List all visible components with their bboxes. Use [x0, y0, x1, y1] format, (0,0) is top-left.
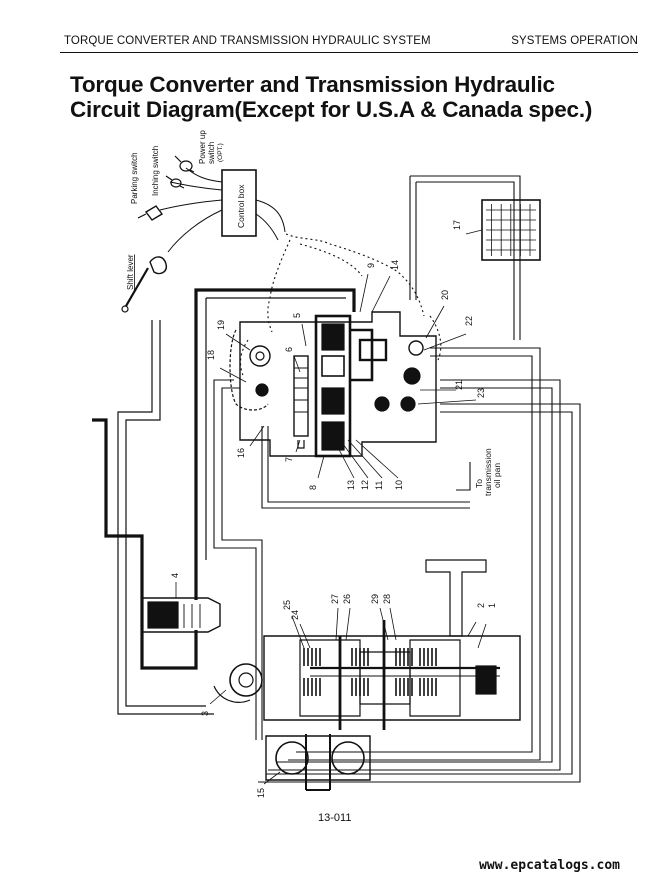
callout-20: 20	[440, 290, 450, 300]
leader-18	[219, 367, 247, 383]
callout-26: 26	[342, 594, 352, 604]
title-line-1: Torque Converter and Transmission Hydrau…	[70, 72, 555, 97]
callout-24: 24	[290, 610, 300, 620]
main-shaft	[310, 620, 500, 730]
leader-16	[249, 425, 265, 447]
callout-22: 22	[464, 316, 474, 326]
control-box-label: Control box	[236, 184, 246, 228]
leader-5	[301, 323, 307, 347]
title-line-2: Circuit Diagram(Except for U.S.A & Canad…	[70, 97, 593, 122]
inching-switch-icon	[165, 175, 185, 189]
leader-2	[467, 621, 477, 637]
leader-14	[371, 275, 391, 313]
inching-switch-label: Inching switch	[151, 146, 160, 196]
leader-10	[355, 439, 399, 479]
parking-switch-icon	[137, 205, 164, 221]
callout-12: 12	[360, 480, 370, 490]
callout-8: 8	[308, 485, 318, 490]
leader-29	[379, 607, 389, 641]
control-box: Control box	[221, 169, 257, 237]
leader-1	[477, 623, 487, 649]
callout-23: 23	[476, 388, 486, 398]
callout-27: 27	[330, 594, 340, 604]
circuit-piping	[213, 175, 581, 783]
callout-13: 13	[346, 480, 356, 490]
callout-4: 4	[170, 573, 180, 578]
transmission-case	[263, 559, 521, 721]
header-chapter: SYSTEMS OPERATION	[511, 35, 638, 47]
callout-leaders	[175, 229, 487, 785]
callout-16: 16	[236, 448, 246, 458]
figure-number: 13-011	[318, 812, 352, 824]
callout-6: 6	[284, 347, 294, 352]
callout-5: 5	[292, 313, 302, 318]
shift-lever-label: Shift lever	[126, 254, 135, 290]
callout-18: 18	[206, 350, 216, 360]
leader-17	[465, 229, 483, 235]
leader-20	[425, 305, 445, 339]
callout-7: 7	[284, 457, 294, 462]
return-line	[117, 297, 346, 715]
leader-27	[335, 607, 339, 641]
callout-3: 3	[200, 711, 210, 716]
callout-19: 19	[216, 320, 226, 330]
power-up-switch-label: Power up	[198, 130, 207, 164]
leader-3	[209, 689, 227, 705]
leader-19	[225, 333, 251, 351]
power-up-switch-label-2: switch	[207, 142, 216, 164]
leader-22	[423, 333, 467, 351]
solenoid-valve-stack	[314, 314, 388, 458]
hydraulic-pump	[213, 663, 263, 703]
header-section-title: TORQUE CONVERTER AND TRANSMISSION HYDRAU…	[64, 35, 431, 47]
callout-2: 2	[476, 603, 486, 608]
power-up-opt-label: (OPT.)	[217, 143, 224, 162]
leader-13	[333, 439, 355, 479]
leader-12	[339, 439, 369, 479]
leader-15	[263, 771, 281, 785]
line-filter	[141, 597, 221, 633]
callout-21: 21	[454, 380, 464, 390]
torque-converter	[265, 734, 371, 791]
callout-14: 14	[390, 260, 400, 270]
leader-25	[291, 615, 305, 649]
callout-25: 25	[282, 600, 292, 610]
callout-numbers: 1234567891011121314151617181920212223242…	[170, 220, 497, 798]
wiring-harness	[159, 167, 286, 253]
oil-pan-label-1: To	[474, 479, 484, 488]
callout-28: 28	[382, 594, 392, 604]
clutch-packs	[303, 648, 437, 696]
power-up-switch-icon	[174, 155, 195, 173]
leader-11	[347, 439, 383, 479]
parking-switch-label: Parking switch	[130, 152, 139, 204]
oil-pan-label-2: transmission	[483, 448, 493, 496]
leader-28	[389, 607, 397, 641]
callout-11: 11	[374, 481, 384, 490]
shift-lever-icon	[121, 256, 168, 313]
regulator-spool	[293, 355, 309, 449]
callout-9: 9	[366, 263, 376, 268]
website-watermark: www.epcatalogs.com	[479, 858, 620, 873]
page-title: Torque Converter and Transmission Hydrau…	[70, 72, 592, 122]
valve-ports	[374, 340, 424, 412]
leader-24	[299, 623, 311, 649]
callout-15: 15	[256, 788, 266, 798]
leader-26	[345, 607, 351, 641]
leader-8	[317, 455, 325, 479]
callout-10: 10	[394, 480, 404, 490]
page-header: TORQUE CONVERTER AND TRANSMISSION HYDRAU…	[60, 30, 638, 53]
leader-9	[359, 273, 369, 313]
leader-7	[295, 439, 301, 453]
callout-17: 17	[452, 220, 462, 230]
callout-29: 29	[370, 594, 380, 604]
callout-1: 1	[487, 603, 497, 608]
leader-6	[293, 355, 301, 373]
leader-23	[417, 399, 477, 405]
oil-pan-label-3: oil pan	[492, 463, 502, 488]
oil-cooler	[481, 199, 541, 261]
main-pressure-line	[92, 288, 356, 670]
